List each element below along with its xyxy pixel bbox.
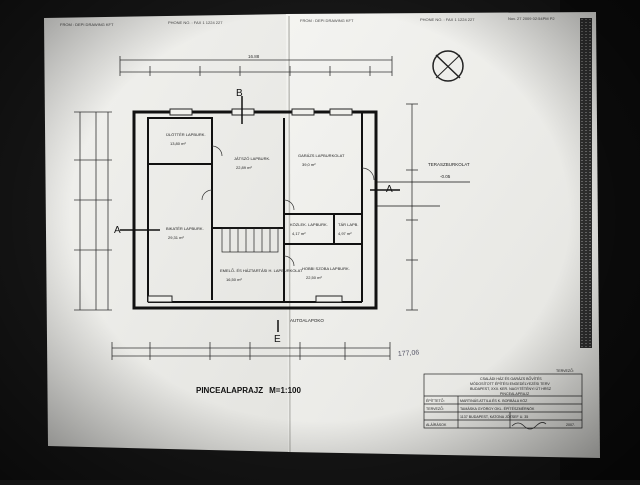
room-name: TÁR LAPB. xyxy=(338,222,358,227)
top-dimension-total: 16.88 xyxy=(248,54,260,59)
terrace-level: -0.05 xyxy=(440,174,451,179)
title-block-designer: TAMÁSKA GYÖRGY OKL. ÉPÍTÉSZMÉRNÖK xyxy=(460,406,535,411)
room-name: EMELŐ- ÉS HÁZTARTÁSI H. LAPBURKOLAT xyxy=(220,268,303,273)
section-mark-b: B xyxy=(236,88,243,99)
room-area: 29,31 m² xyxy=(168,235,184,240)
entrance-label: AUTOALAPOKO xyxy=(290,318,324,323)
section-mark-a-left: A xyxy=(114,225,121,236)
fax-header-phone-right: PHONE NO. : FAX 1 1224 227 xyxy=(420,17,475,22)
room-area: 13,80 m² xyxy=(170,141,186,146)
room-area: 22,50 m² xyxy=(306,275,322,280)
room-name: JÁTSZÓ LAPBURK. xyxy=(234,156,270,161)
fax-header-left: FROM : DEPI DRAWING KFT xyxy=(60,22,114,27)
title-block-row-label: TERVEZŐ: xyxy=(426,406,444,411)
room-area: 39,0 m² xyxy=(302,162,316,167)
fax-header-right: FROM : DEPI DRAWING KFT xyxy=(300,18,354,23)
room-name: BIKATÉR LAPBURK. xyxy=(166,226,204,231)
section-mark-e: E xyxy=(274,334,281,345)
terrace-label: TERASZBURKOLAT xyxy=(428,162,470,167)
title-block-date: 2007. xyxy=(566,423,575,427)
title-block-line3: BUDAPEST, XXII. KER. NAGYTÉTÉNYI ÚT HRSZ xyxy=(470,386,552,391)
handwritten-area-note: 177,06 xyxy=(398,350,420,358)
room-name: KÖZLEK. LAPBURK. xyxy=(290,222,328,227)
scanner-edge-strip xyxy=(580,18,592,348)
fax-header-phone: PHONE NO. : FAX 1 1224 227 xyxy=(168,20,223,25)
title-block-line2: MÓDOSÍTOTT ÉPÍTÉSI ENGEDÉLYEZÉSI TERV xyxy=(470,381,550,386)
room-area: 22,89 m² xyxy=(236,165,252,170)
title-block-row-label: ALÁÍRÁSOK xyxy=(426,423,447,427)
room-name: HOBBI SZOBA LAPBURK. xyxy=(302,266,350,271)
room-area: 4,97 m² xyxy=(338,231,352,236)
title-block-owner: MARTINÁS ATTILA ÉS K. BORBÁLA KÖZ xyxy=(460,398,528,403)
section-mark-a-right: A xyxy=(386,184,393,195)
room-name: GARÁZS LAPBURKOLAT xyxy=(298,153,345,158)
title-block-line1: CSALÁDI HÁZ ÉS GARÁZS BŐVÍTÉS xyxy=(480,376,542,381)
title-block-heading: TERVEZŐ: xyxy=(556,368,574,373)
room-area: 16,50 m² xyxy=(226,277,242,282)
title-block-address: 1137 BUDAPEST, KATONA JÓZSEF U. 35 xyxy=(460,414,528,419)
title-block-line4: PINCEALAPRAJZ xyxy=(500,392,530,396)
room-area: 4,17 m² xyxy=(292,231,306,236)
title-block-row-label: ÉPÍTTETŐ: xyxy=(426,398,445,403)
room-name: ÜLÖTTÉR LAPBURK. xyxy=(166,132,206,137)
fax-header-date: Nov. 27 2009 02:54PM P2 xyxy=(508,16,555,21)
